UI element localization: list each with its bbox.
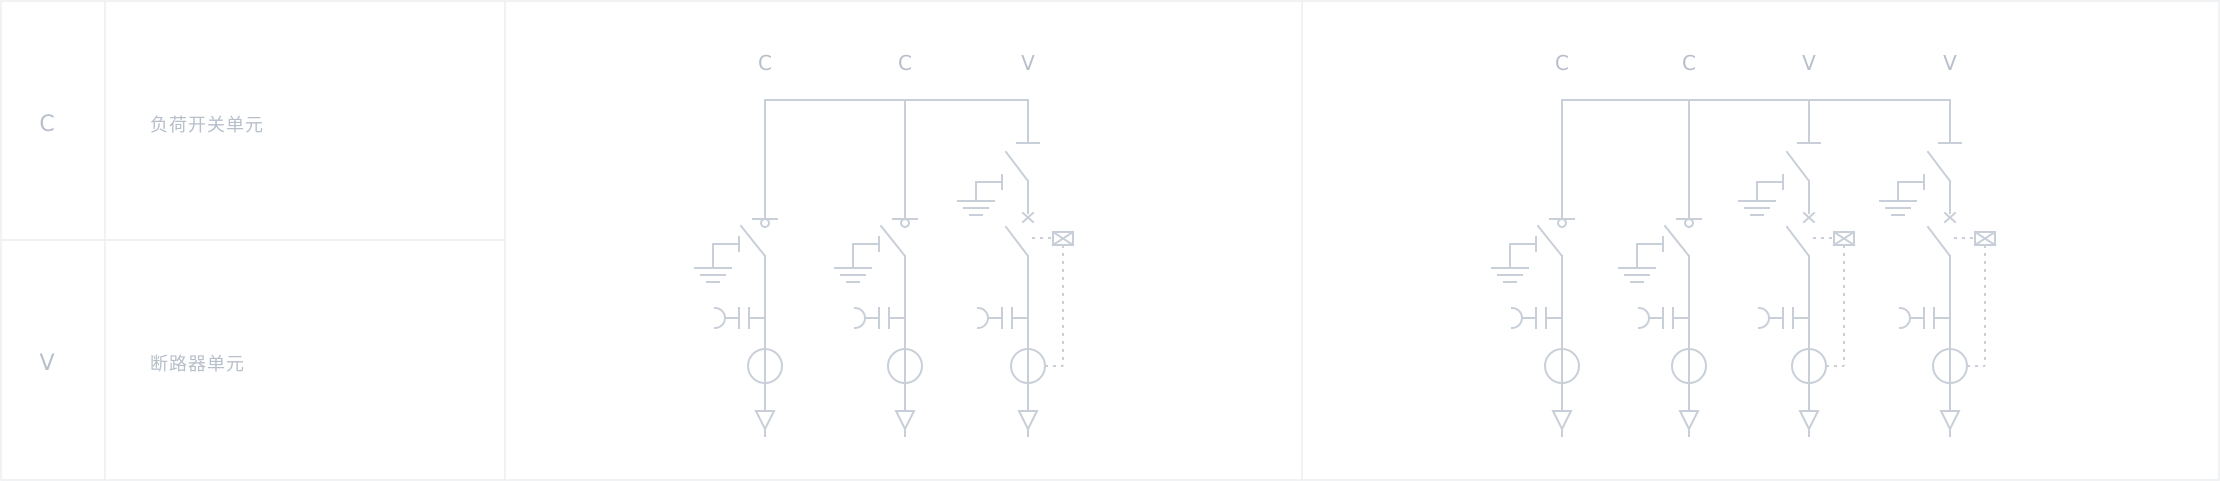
unit-code-v: V (1021, 51, 1035, 75)
legend-label-breaker: 断路器单元 (150, 354, 245, 375)
cable-termination (1798, 410, 1820, 432)
unit-code-c: C (898, 51, 912, 75)
isolator-contact (1684, 218, 1694, 228)
unit-code-c: C (758, 51, 772, 75)
cable-sheath-arc (976, 306, 989, 330)
cable-sheath-arc (1757, 306, 1770, 330)
relay-cross-b (1973, 230, 1997, 247)
load-switch-blade (739, 224, 767, 258)
cable-termination (894, 410, 916, 432)
load-switch-blade (1536, 224, 1564, 258)
breaker-blade (1926, 225, 1952, 258)
cable-termination (1939, 410, 1961, 432)
legend-code-v: V (39, 351, 54, 376)
legend-code-c: C (39, 112, 54, 137)
breaker-blade (1004, 225, 1030, 258)
breaker-cross-b (1802, 211, 1816, 224)
cable-termination (1678, 410, 1700, 432)
cable-sheath-arc (713, 306, 726, 330)
breaker-cross-b (1021, 211, 1035, 224)
unit-code-c: C (1555, 51, 1569, 75)
isolator-contact (900, 218, 910, 228)
relay-cross-b (1832, 230, 1856, 247)
cable-sheath-arc (853, 306, 866, 330)
cable-sheath-arc (1637, 306, 1650, 330)
isolator-contact (1557, 218, 1567, 228)
cable-termination (754, 410, 776, 432)
cable-sheath-arc (1510, 306, 1523, 330)
cable-sheath-arc (1898, 306, 1911, 330)
cable-termination (1551, 410, 1573, 432)
load-switch-blade (879, 224, 907, 258)
cable-termination (1017, 410, 1039, 432)
breaker-cross-b (1943, 211, 1957, 224)
unit-code-v: V (1943, 51, 1957, 75)
isolator-contact (760, 218, 770, 228)
unit-code-c: C (1682, 51, 1696, 75)
legend-label-load-switch: 负荷开关单元 (150, 115, 264, 136)
disconnector-blade (1785, 150, 1811, 183)
relay-cross-b (1051, 230, 1075, 247)
unit-code-v: V (1802, 51, 1816, 75)
load-switch-blade (1663, 224, 1691, 258)
disconnector-blade (1926, 150, 1952, 183)
disconnector-blade (1004, 150, 1030, 183)
breaker-blade (1785, 225, 1811, 258)
